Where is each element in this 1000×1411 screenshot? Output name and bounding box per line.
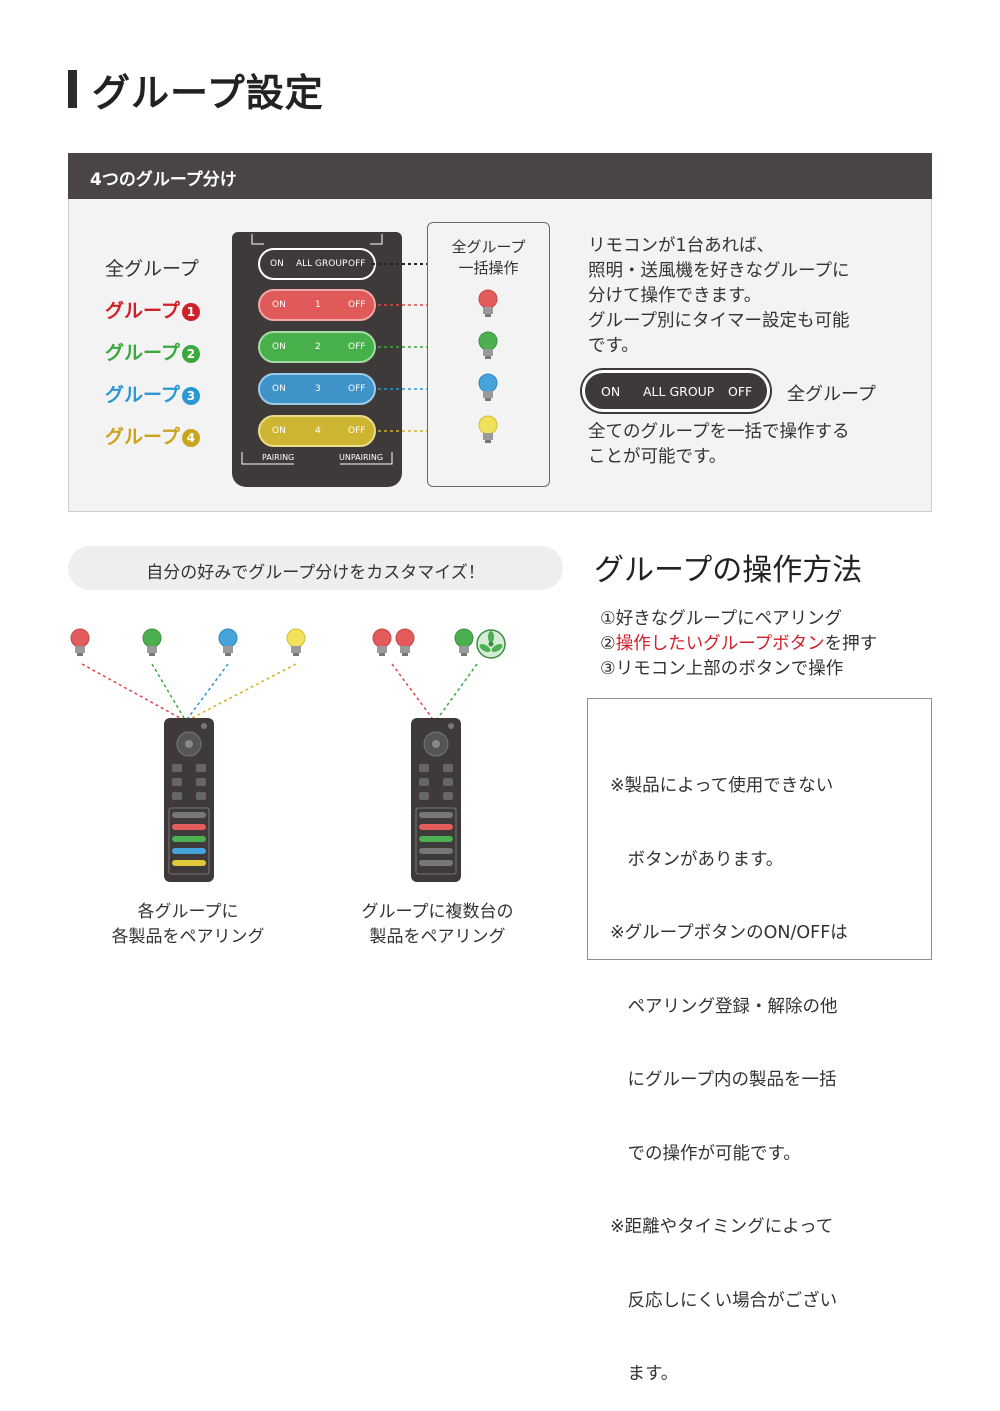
panel-header-title: 4つのグループ分け	[90, 170, 237, 190]
how-to-title: グループの操作方法	[594, 553, 863, 588]
bulb-red-icon	[372, 628, 392, 656]
bulb-blue-icon	[478, 373, 498, 401]
bulb-red-icon	[395, 628, 415, 656]
step-1: ①好きなグループにペアリング	[600, 609, 843, 629]
bulb-blue-icon	[218, 628, 238, 656]
group-number-badge: 3	[181, 387, 200, 405]
caption-left: 各グループに 各製品をペアリング	[111, 902, 265, 947]
step-2-highlight: 操作したいグループボタン	[615, 634, 825, 654]
bulb-yellow-icon	[286, 628, 306, 656]
panel-description: リモコンが1台あれば、 照明・送風機を好きなグループに 分けて操作できます。 グ…	[588, 236, 850, 356]
connector-lines	[372, 263, 470, 432]
group-2-button[interactable]: ON 2 OFF	[258, 331, 376, 363]
remote-control-icon	[164, 718, 214, 882]
bulb-column	[478, 289, 498, 443]
notes-text: ※製品によって使用できない ボタンがあります。 ※グループボタンのON/OFFは…	[610, 776, 848, 1384]
step-2: ②操作したいグループボタンを押す	[600, 634, 878, 654]
bulb-red-icon	[478, 289, 498, 317]
all-group-box-title: 全グループ 一括操作	[451, 238, 526, 277]
remote-closeup-outline	[241, 234, 393, 465]
pairing-illustration-left	[70, 628, 306, 882]
panel-header	[68, 153, 932, 199]
all-group-button-large[interactable]: ON ALL GROUP OFF	[582, 370, 770, 412]
group-label-all: 全グループ	[105, 258, 199, 280]
caption-right: グループに複数台の 製品をペアリング	[361, 902, 514, 947]
all-group-description: 全てのグループを一括で操作する ことが可能です。	[588, 422, 850, 467]
bulb-green-icon	[478, 331, 498, 359]
pairing-illustration-right	[372, 628, 506, 882]
customize-banner	[68, 546, 563, 590]
group-number-badge: 4	[181, 429, 200, 447]
title-accent-bar	[68, 70, 77, 108]
remote-control-icon	[411, 718, 461, 882]
customize-banner-text: 自分の好みでグループ分けをカスタマイズ！	[146, 563, 485, 583]
notes-box	[587, 698, 932, 960]
bulb-green-icon	[454, 628, 474, 656]
all-group-button[interactable]: ON ALL GROUP OFF	[258, 248, 376, 280]
all-group-label: 全グループ	[787, 384, 876, 405]
pairing-label: PAIRING	[262, 453, 295, 462]
group-1-button[interactable]: ON 1 OFF	[258, 289, 376, 321]
step-3: ③リモコン上部のボタンで操作	[600, 659, 844, 679]
bulb-yellow-icon	[478, 415, 498, 443]
page-title: グループ設定	[92, 71, 324, 115]
bulb-red-icon	[70, 628, 90, 656]
group-4-button[interactable]: ON 4 OFF	[258, 415, 376, 447]
bulb-green-icon	[142, 628, 162, 656]
unpairing-label: UNPAIRING	[339, 453, 384, 462]
group-number-badge: 2	[181, 345, 200, 363]
group-3-button[interactable]: ON 3 OFF	[258, 373, 376, 405]
ceiling-fan-icon	[476, 629, 506, 659]
group-number-badge: 1	[181, 303, 200, 321]
